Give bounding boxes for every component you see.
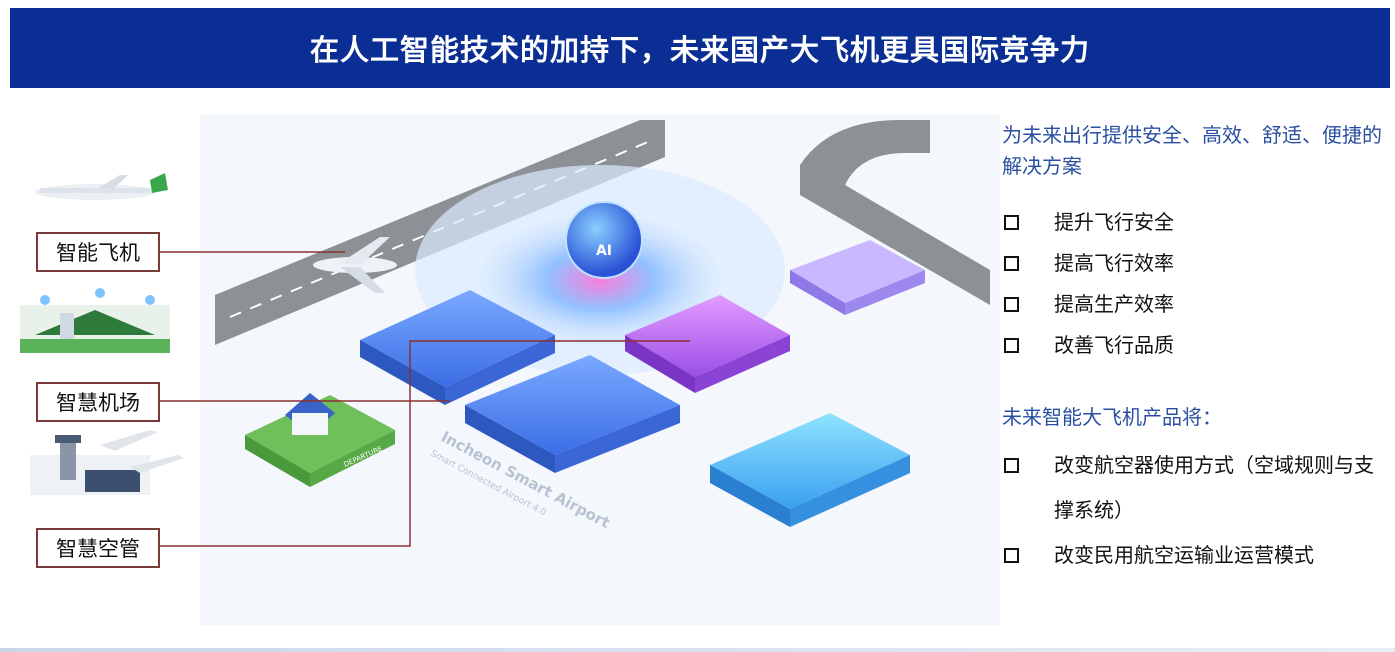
heading-future: 未来智能大飞机产品将： [1002,405,1222,429]
label-smart-airport: 智慧机场 [36,382,160,422]
terminal-bottom-right [710,413,910,527]
smart-airport-illustration: AI DEPARTURE Inche [20,115,1000,625]
connector-lines [158,251,690,547]
runway-right [800,120,990,305]
future-item: 改变民用航空运输业运营模式 [1002,533,1382,578]
airport-thumbnail [20,288,170,353]
bottom-divider [0,648,1395,652]
checkbox-icon [1004,548,1019,563]
page-title: 在人工智能技术的加持下，未来国产大飞机更具国际竞争力 [309,33,1090,67]
title-bar: 在人工智能技术的加持下，未来国产大飞机更具国际竞争力 [10,8,1390,88]
checkbox-icon [1004,297,1019,312]
future-item: 改变航空器使用方式（空域规则与支撑系统） [1002,443,1382,533]
terminal-top-right [790,240,925,315]
checkbox-icon [1004,458,1019,473]
airplane-icon [313,237,397,293]
heading-solutions: 为未来出行提供安全、高效、舒适、便捷的解决方案 [1002,123,1382,178]
benefit-item: 改善飞行品质 [1002,325,1382,366]
terminal-left [360,290,555,405]
checkbox-icon [1004,215,1019,230]
label-smart-aircraft: 智能飞机 [36,232,160,272]
terminal-center [465,355,680,473]
benefit-item: 提高生产效率 [1002,284,1382,325]
benefit-item: 提升飞行安全 [1002,202,1382,243]
label-smart-atc: 智慧空管 [36,528,160,568]
benefit-list: 提升飞行安全 提高飞行效率 提高生产效率 改善飞行品质 [1002,202,1382,366]
terminal-purple [625,295,790,393]
checkbox-icon [1004,338,1019,353]
benefit-item: 提高飞行效率 [1002,243,1382,284]
ai-label: AI [596,243,612,259]
right-panel: 为未来出行提供安全、高效、舒适、便捷的解决方案 提升飞行安全 提高飞行效率 提高… [1002,120,1382,578]
ai-orb: AI [565,201,643,279]
aircraft-thumbnail [35,173,168,200]
atc-thumbnail [30,430,184,495]
future-list: 改变航空器使用方式（空域规则与支撑系统） 改变民用航空运输业运营模式 [1002,443,1382,578]
checkbox-icon [1004,256,1019,271]
